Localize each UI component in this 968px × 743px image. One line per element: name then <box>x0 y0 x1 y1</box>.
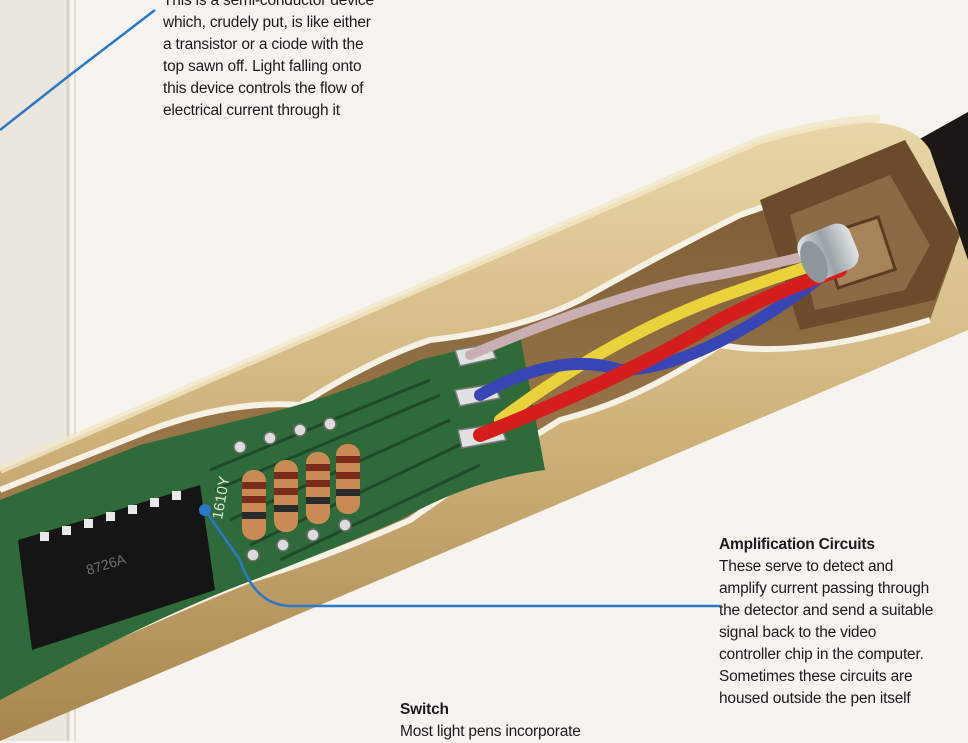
resistor <box>274 460 298 532</box>
caption-line: electrical current through it <box>163 100 403 122</box>
caption-line: a transistor or a ciode with the <box>163 34 403 56</box>
caption-line: These serve to detect and <box>719 556 964 578</box>
caption-line: which, crudely put, is like either <box>163 12 403 34</box>
amplification-caption: Amplification Circuits These serve to de… <box>719 534 964 710</box>
resistor <box>242 470 266 540</box>
switch-caption: Switch Most light pens incorporate <box>400 699 660 743</box>
caption-line: Sometimes these circuits are <box>719 666 964 688</box>
caption-line: controller chip in the computer. <box>719 644 964 666</box>
caption-line: This is a semi-conductor device <box>163 0 403 12</box>
resistor <box>306 452 330 524</box>
caption-line: top sawn off. Light falling onto <box>163 56 403 78</box>
resistor <box>336 444 360 514</box>
caption-line: the detector and send a suitable <box>719 600 964 622</box>
switch-heading: Switch <box>400 699 660 721</box>
caption-line: Most light pens incorporate <box>400 721 660 743</box>
amplification-heading: Amplification Circuits <box>719 534 964 556</box>
caption-line: amplify current passing through <box>719 578 964 600</box>
caption-line: signal back to the video <box>719 622 964 644</box>
caption-line: this device controls the flow of <box>163 78 403 100</box>
caption-line: housed outside the pen itself <box>719 688 964 710</box>
amplification-callout-dot <box>199 504 211 516</box>
detector-caption: This is a semi-conductor device which, c… <box>163 0 403 122</box>
